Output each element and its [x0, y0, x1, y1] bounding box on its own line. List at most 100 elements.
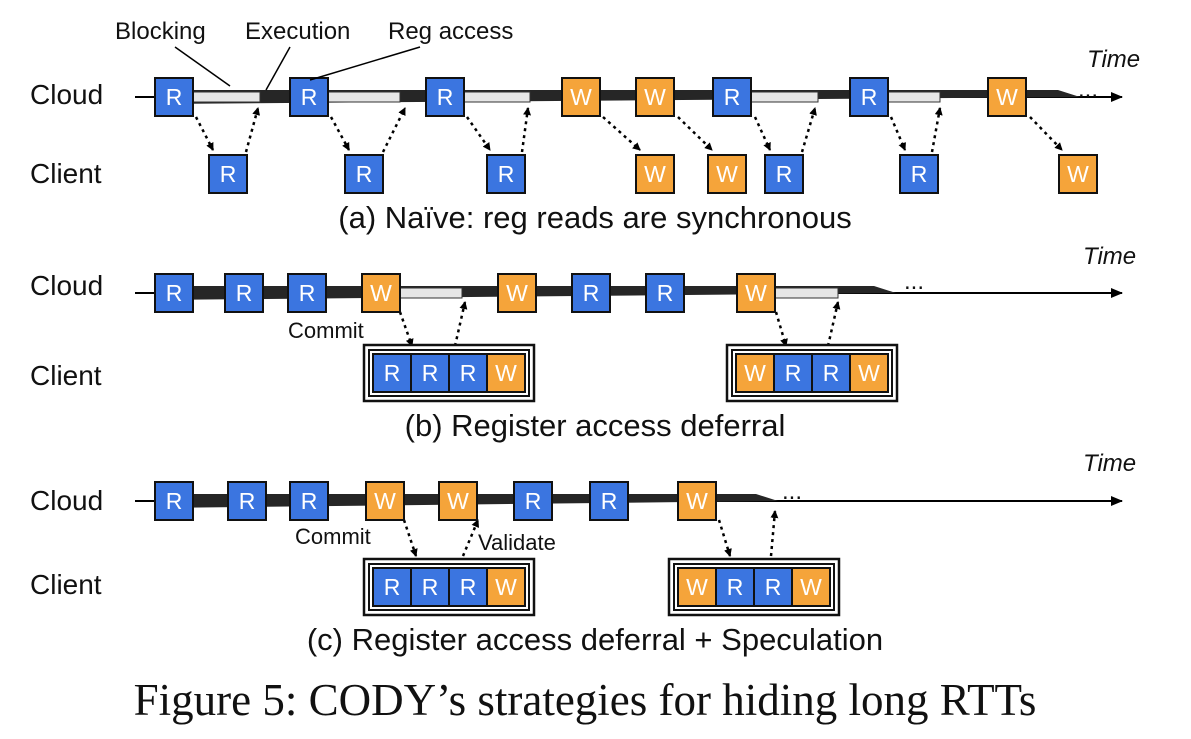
- panel-b-resp-arrow-2: [826, 301, 841, 347]
- panel-a-cloud-op-7: R: [849, 77, 889, 117]
- panel-a-cloud-op-4-rect: [561, 77, 601, 117]
- ellipsis-c: ...: [782, 478, 802, 505]
- panel-b-cloud-op-3-rect: [287, 273, 327, 313]
- blocking-label: Blocking: [115, 18, 206, 45]
- panel-c-cloud-op-3-rect: [289, 481, 329, 521]
- panel-c-cloud-op-7-rect: [589, 481, 629, 521]
- time-label-a: Time: [1087, 46, 1140, 73]
- panel-c-batch-1-op-4-text: W: [495, 574, 517, 600]
- panel-a-cloud-op-8: W: [987, 77, 1027, 117]
- caption-c: (c) Register access deferral + Speculati…: [307, 622, 883, 657]
- panel-c-batch-2-op-4-text: W: [800, 574, 822, 600]
- panel-a-resp-arrow-3: [520, 107, 532, 153]
- client-label-a: Client: [30, 158, 102, 189]
- panel-c-batch-2-op-2: R: [715, 567, 755, 607]
- caption-a: (a) Naïve: reg reads are synchronous: [338, 200, 851, 235]
- panel-c-batch-1-op-2: R: [410, 567, 450, 607]
- reg-access-pointer: [309, 46, 421, 81]
- panel-a-cloud-op-1: R: [154, 77, 194, 117]
- panel-a-blocking-5: [887, 91, 941, 103]
- panel-a-req-arrow-7: [889, 116, 907, 151]
- panel-c-batch-1-op-2-text: R: [422, 574, 439, 600]
- panel-c-batch-2-op-3: R: [753, 567, 793, 607]
- panel-a-client-op-2-rect: [344, 154, 384, 194]
- panel-b-batch-1-op-1: R: [372, 353, 412, 393]
- cloud-label-a: Cloud: [30, 79, 103, 110]
- panel-a-client-op-4-text: W: [644, 161, 666, 187]
- panel-a-cloud-op-6-rect: [712, 77, 752, 117]
- panel-a-cloud-op-2: R: [289, 77, 329, 117]
- panel-a-resp-arrow-7: [930, 107, 943, 153]
- panel-c-cloud-op-2: R: [227, 481, 267, 521]
- panel-b-batch-2-op-2: R: [773, 353, 813, 393]
- panel-c-cloud-op-7: R: [589, 481, 629, 521]
- panel-a-resp-arrow-6: [800, 107, 817, 153]
- panel-b-cloud-op-3: R: [287, 273, 327, 313]
- panel-a-client-op-6-text: R: [776, 161, 793, 187]
- panel-c-batch-1-op-3: R: [448, 567, 488, 607]
- panel-b-cloud-op-5: W: [497, 273, 537, 313]
- panel-b-batch-1-op-4: W: [486, 353, 526, 393]
- panel-a-client-op-5-rect: [707, 154, 747, 194]
- panel-a-client-op-3: R: [486, 154, 526, 194]
- panel-a-req-arrow-4: [602, 116, 641, 151]
- panel-c-validate-arrow-1: [461, 519, 480, 557]
- panel-b-batch-1-op-4-text: W: [495, 360, 517, 386]
- panel-a-client-op-2-text: R: [356, 161, 373, 187]
- panel-a-cloud-op-5-rect: [635, 77, 675, 117]
- panel-c-cloud-op-5-rect: [438, 481, 478, 521]
- panel-a-cloud-op-1-text: R: [166, 84, 183, 110]
- panel-b-commit-arrow-2: [774, 311, 788, 347]
- panel-b-blocking-2: [774, 287, 839, 299]
- panel-a-req-arrow-3: [465, 116, 492, 151]
- panel-b-cloud-op-5-text: W: [506, 280, 528, 306]
- panel-a-client-op-4-rect: [635, 154, 675, 194]
- panel-a-client-op-6-rect: [764, 154, 804, 194]
- panel-c-batch-1-op-1-text: R: [384, 574, 401, 600]
- panel-a-client-op-3-rect: [486, 154, 526, 194]
- panel-a-client-op-8: W: [1058, 154, 1098, 194]
- execution-label: Execution: [245, 18, 350, 45]
- panel-b-cloud-op-8: W: [736, 273, 776, 313]
- panel-b-cloud-op-2-rect: [224, 273, 264, 313]
- panel-b-batch-2-op-2-text: R: [785, 360, 802, 386]
- ellipsis-a: ...: [1078, 76, 1098, 103]
- execution-pointer: [265, 46, 291, 91]
- panel-c-cloud-op-5-text: W: [447, 488, 469, 514]
- panel-c-batch-2-op-1-text: W: [686, 574, 708, 600]
- panel-a-cloud-op-4-text: W: [570, 84, 592, 110]
- panel-b-cloud-op-2: R: [224, 273, 264, 313]
- panel-c-cloud-op-4: W: [365, 481, 405, 521]
- panel-b-cloud-op-3-text: R: [299, 280, 316, 306]
- panel-a-blocking-3: [463, 91, 531, 103]
- panel-b-cloud-op-5-rect: [497, 273, 537, 313]
- panel-b-blocking-1: [399, 287, 463, 299]
- panel-c-batch-2-op-4-rect: [791, 567, 831, 607]
- panel-a-req-arrow-1: [194, 116, 215, 151]
- panel-b-batch-2-op-1-text: W: [744, 360, 766, 386]
- panel-b-batch-1-op-2-rect: [410, 353, 450, 393]
- panel-b-cloud-op-1-text: R: [166, 280, 183, 306]
- panel-b-batch-2-op-3-rect: [811, 353, 851, 393]
- panel-b-batch-2-op-4: W: [849, 353, 889, 393]
- panel-a-req-arrow-8: [1029, 116, 1063, 151]
- panel-b-cloud-op-4: W: [361, 273, 401, 313]
- panel-c-validate-arrow-2: [769, 510, 779, 557]
- time-label-b: Time: [1083, 243, 1136, 270]
- panel-b-commit-arrow-1: [398, 311, 414, 347]
- panel-c-cloud-op-1-rect: [154, 481, 194, 521]
- panel-b-batch-1-op-3: R: [448, 353, 488, 393]
- panel-a-cloud-op-6: R: [712, 77, 752, 117]
- panel-c-cloud-op-4-rect: [365, 481, 405, 521]
- panel-c-commit-arrow-2: [717, 519, 732, 557]
- panel-b-cloud-op-4-text: W: [370, 280, 392, 306]
- panel-c-cloud-op-8: W: [677, 481, 717, 521]
- client-label-c: Client: [30, 569, 102, 600]
- panel-c-cloud-op-1-text: R: [166, 488, 183, 514]
- panel-c-cloud-op-3-text: R: [301, 488, 318, 514]
- commit-label-b: Commit: [288, 318, 364, 343]
- panel-c-batch-1-op-1-rect: [372, 567, 412, 607]
- panel-c-batch-1-op-3-rect: [448, 567, 488, 607]
- panel-c-cloud-op-6-rect: [513, 481, 553, 521]
